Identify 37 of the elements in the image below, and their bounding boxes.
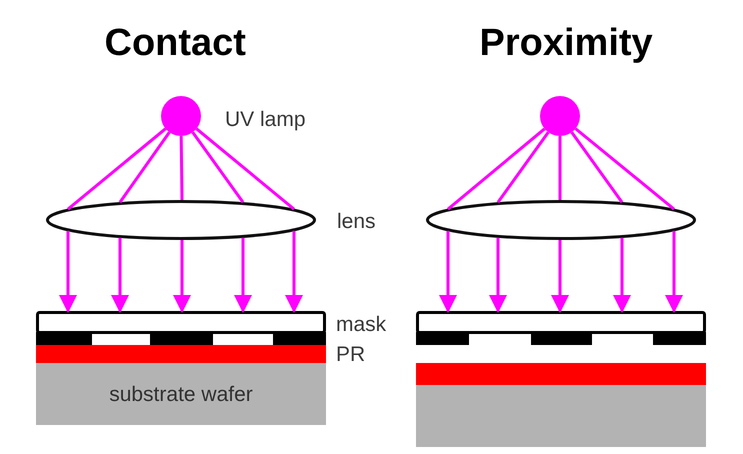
ray-line bbox=[67, 128, 167, 210]
ray-arrow bbox=[551, 240, 569, 313]
lens-ellipse bbox=[46, 200, 316, 240]
ray-arrow bbox=[489, 238, 507, 313]
ray-arrow bbox=[439, 230, 457, 313]
ray-arrow bbox=[111, 238, 129, 313]
ray-line bbox=[496, 131, 550, 204]
ray-line bbox=[180, 136, 184, 200]
ray-arrow bbox=[285, 230, 303, 313]
lens-ellipse bbox=[426, 200, 696, 240]
photomask bbox=[36, 311, 326, 345]
panel-heading: Proximity bbox=[480, 24, 653, 62]
ray-line bbox=[191, 131, 244, 204]
photomask bbox=[416, 311, 706, 345]
photoresist-layer bbox=[416, 363, 706, 385]
ray-line bbox=[447, 128, 546, 210]
lamp-label: UV lamp bbox=[225, 109, 306, 130]
substrate-label: substrate wafer bbox=[109, 384, 253, 404]
photoresist-layer bbox=[36, 345, 326, 363]
lamp-circle bbox=[161, 96, 201, 136]
ray-line bbox=[558, 136, 562, 200]
ray-line bbox=[574, 127, 675, 210]
panel-heading: Contact bbox=[104, 24, 246, 62]
substrate-layer bbox=[416, 385, 706, 447]
lamp-circle bbox=[540, 96, 580, 136]
ray-line bbox=[570, 131, 624, 204]
substrate-layer bbox=[36, 363, 326, 425]
ray-arrow bbox=[613, 238, 631, 313]
ray-line bbox=[118, 131, 171, 204]
ray-arrow bbox=[59, 230, 77, 313]
ray-arrow bbox=[665, 230, 683, 313]
ray-arrow bbox=[173, 240, 191, 313]
ray-line bbox=[195, 128, 295, 210]
photoresist-label: PR bbox=[336, 344, 366, 365]
lens-label: lens bbox=[337, 211, 376, 232]
mask-label: mask bbox=[336, 314, 386, 335]
ray-arrow bbox=[234, 238, 252, 313]
